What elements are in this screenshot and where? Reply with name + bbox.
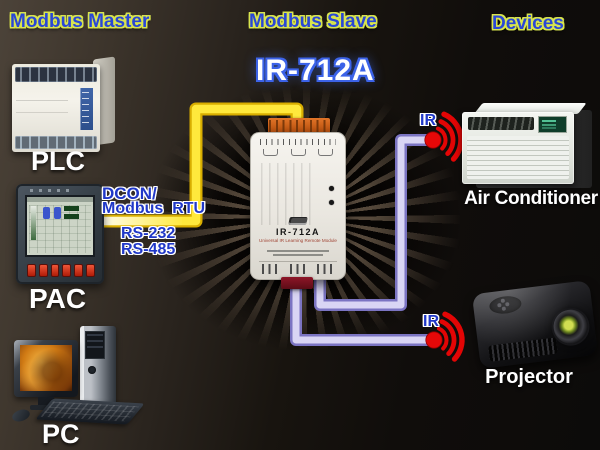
brand-logo — [288, 217, 308, 225]
module-model-label: IR-712A — [275, 227, 320, 237]
pc-monitor-screen — [20, 345, 72, 391]
ir-label-ac: IR — [420, 112, 436, 129]
wire-ir-projector — [292, 274, 430, 344]
pac-screen-readouts — [64, 206, 79, 211]
pac-red-button — [38, 264, 48, 277]
projector-body — [471, 280, 599, 369]
serial-label-rs485: RS-485 — [121, 241, 176, 258]
status-led-icon — [329, 200, 334, 205]
pc-drive-bays — [85, 331, 105, 359]
status-led-icon — [329, 186, 334, 191]
pc-mouse — [10, 407, 32, 424]
pac-button-row — [27, 264, 95, 277]
wire-ir-ac — [316, 136, 428, 309]
pac-red-button — [27, 264, 36, 277]
module-bracket-marks — [259, 149, 337, 156]
plc-blue-stripe — [80, 88, 93, 130]
ac-vent-slats — [468, 117, 534, 130]
pac-illustration — [16, 184, 104, 284]
plc-illustration — [12, 56, 115, 152]
pc-power-button — [88, 366, 96, 374]
module-subtitle: Universal IR Learning Remote Module — [259, 238, 337, 244]
pc-monitor-stand — [38, 397, 54, 406]
pc-illustration — [10, 325, 145, 425]
pac-red-button — [62, 264, 72, 277]
serial-label-rs232: RS-232 — [121, 225, 176, 242]
module-vent-ridges — [261, 163, 317, 225]
ac-front-panel — [462, 112, 574, 184]
protocol-label-modbus-rtu: Modbus RTU — [102, 200, 206, 217]
projector-label: Projector — [485, 366, 573, 388]
ac-louvers — [467, 136, 569, 179]
pac-screen-grid — [29, 205, 91, 253]
projector-grill — [488, 337, 558, 362]
header-modbus-slave: Modbus Slave — [249, 11, 377, 32]
ir-emitter-dot-icon — [425, 331, 443, 349]
module-pin-labels — [260, 139, 336, 145]
page-title-ir712a: IR-712A — [256, 54, 375, 87]
pac-top-vents — [30, 189, 70, 192]
module-spec-line — [267, 250, 329, 252]
ir-label-projector: IR — [423, 313, 439, 330]
pac-red-button — [74, 264, 84, 277]
pac-red-button — [50, 264, 60, 277]
wire-paths — [97, 102, 430, 346]
air-conditioner-label: Air Conditioner — [464, 188, 598, 209]
pac-label: PAC — [29, 283, 87, 314]
pc-monitor — [14, 340, 78, 397]
projector-lens — [551, 307, 590, 346]
module-body: IR-712A Universal IR Learning Remote Mod… — [250, 132, 346, 280]
ir-emitter-dot-icon — [424, 131, 442, 149]
pac-screen-bargraph — [31, 206, 36, 240]
plc-terminal-top — [15, 67, 97, 82]
pac-red-button — [86, 264, 95, 277]
pc-label: PC — [42, 419, 80, 449]
ir-signal-ac — [424, 111, 464, 162]
ir712a-module-illustration: IR-712A Universal IR Learning Remote Mod… — [250, 118, 346, 289]
pc-tower — [80, 326, 116, 406]
module-spec-line — [273, 254, 323, 256]
ac-display — [538, 116, 567, 133]
projector-illustration — [471, 280, 599, 372]
plc-terminal-bottom — [15, 136, 97, 149]
header-modbus-master: Modbus Master — [10, 11, 150, 32]
pac-screen — [25, 195, 95, 257]
pac-screen-header — [27, 197, 93, 202]
header-devices: Devices — [492, 13, 564, 34]
ir-signal-waves-icon — [435, 111, 464, 162]
module-bottom-pins — [259, 261, 337, 277]
ir-signal-projector — [425, 311, 465, 362]
projector-control-pad — [488, 294, 523, 316]
protocol-label-dcon: DCON/ — [102, 184, 157, 203]
plc-groove — [16, 100, 68, 101]
air-conditioner-illustration — [462, 103, 594, 191]
plc-label: PLC — [31, 146, 85, 176]
ir-signal-waves-icon — [436, 311, 465, 362]
pac-screen-gauges — [43, 207, 50, 219]
module-bottom-connector — [281, 277, 313, 289]
